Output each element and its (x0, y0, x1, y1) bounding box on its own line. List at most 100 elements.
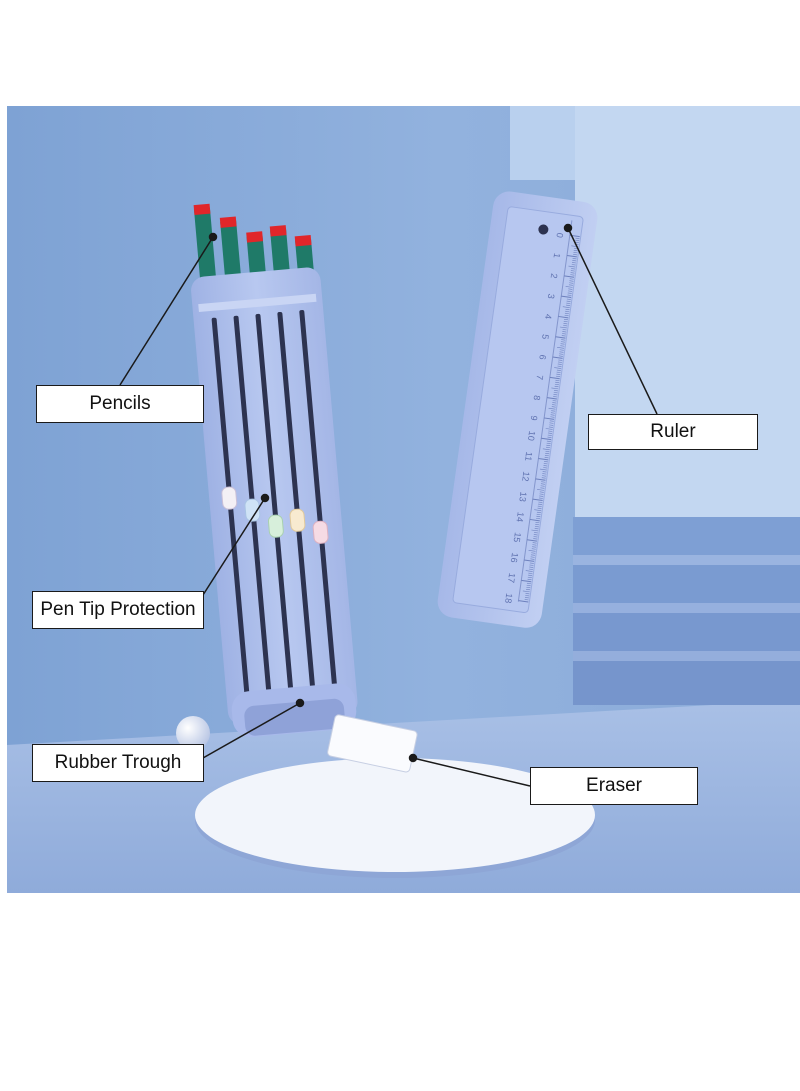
ruler-tick (530, 558, 535, 560)
ruler-tick (562, 333, 567, 335)
ruler-tick (544, 457, 549, 459)
decorative-ball (176, 716, 210, 750)
ruler-tick (551, 387, 559, 390)
ruler-tick (553, 392, 558, 394)
ruler-tick (533, 534, 538, 536)
ruler-tick (542, 471, 547, 473)
ruler-tick (563, 321, 568, 323)
ruler-tick (533, 538, 538, 540)
ruler-tick (575, 239, 580, 241)
ruler-tick (559, 351, 564, 353)
ruler-tick (567, 294, 572, 296)
ruler-tick-label: 15 (512, 532, 523, 543)
label-pencils: Pencils (36, 385, 204, 423)
ruler-tick (561, 335, 566, 337)
ruler-tick (556, 369, 561, 371)
ruler-tick (555, 336, 566, 339)
ruler-tick (532, 498, 543, 502)
ruler-tick (553, 394, 558, 396)
ruler-tick (526, 588, 531, 591)
ruler-tick (532, 542, 537, 544)
ruler-tick-label: 10 (526, 430, 537, 441)
ruler-tick-label: 3 (546, 293, 557, 299)
ruler-tick (539, 491, 544, 493)
ruler-hole (538, 224, 549, 235)
leader-line-ruler (567, 227, 658, 415)
ruler-tick (557, 365, 562, 367)
ruler-tick (527, 576, 532, 578)
ruler-tick (557, 363, 562, 365)
label-rubber-trough: Rubber Trough (32, 744, 204, 782)
ruler-tick (541, 481, 546, 483)
ruler-tick (556, 373, 561, 375)
leader-line-pen-tip (202, 497, 266, 596)
ruler-tick (540, 483, 545, 485)
ruler-tick (558, 355, 563, 357)
leader-line-pencils (119, 236, 214, 386)
ruler-tick (554, 367, 562, 369)
label-ruler: Ruler (588, 414, 758, 450)
ruler-tick (543, 467, 548, 469)
ruler-tick (566, 302, 571, 304)
ruler-tick (539, 493, 544, 495)
ruler-tick (529, 566, 534, 568)
ruler-tick-label: 0 (554, 232, 565, 238)
ruler-tick (537, 489, 545, 491)
ruler-tick (562, 329, 567, 331)
ruler-tick (570, 274, 575, 276)
ruler-tick (548, 407, 556, 410)
ruler-tick-label: 8 (532, 395, 543, 401)
ruler-tick (536, 511, 541, 514)
leader-line-eraser (412, 757, 531, 787)
label-pen-tip-protection-text: Pen Tip Protection (40, 599, 196, 620)
ruler-tick (548, 430, 553, 432)
ruler-tick (542, 448, 550, 451)
ruler-tick (546, 444, 551, 447)
ruler-tick (544, 455, 549, 457)
ruler-tick (551, 410, 556, 412)
ruler-tick (565, 286, 573, 288)
ruler-tick (527, 578, 532, 580)
ruler-tick (564, 314, 569, 317)
ruler-tick (534, 509, 542, 511)
ruler-tick (566, 255, 577, 258)
ruler-tick (524, 597, 529, 599)
ruler-tick (544, 461, 549, 463)
ruler-tick (536, 513, 541, 516)
ruler-tick (549, 376, 560, 380)
ruler-tick-label: 9 (529, 415, 540, 421)
ruler-tick (556, 371, 561, 373)
ruler-tick (531, 548, 536, 550)
ruler-tick (526, 539, 537, 542)
ruler-tick (540, 485, 545, 487)
ruler-tick (564, 275, 575, 278)
ruler-tick (572, 258, 577, 260)
ruler-tick (531, 552, 536, 554)
ruler-tick (530, 554, 535, 556)
ruler-tick (560, 345, 565, 347)
ruler-tick (558, 359, 563, 361)
ruler-tick-label: 16 (509, 552, 520, 563)
ruler-tick (568, 265, 576, 268)
ruler-tick (565, 310, 570, 313)
ruler-tick (546, 442, 551, 444)
ruler-tick (522, 590, 530, 593)
ruler-tick (546, 397, 557, 400)
ruler-tick (553, 396, 558, 398)
ruler-tick (528, 574, 533, 576)
ruler-tick (570, 270, 575, 272)
ruler-tick-label: 18 (503, 593, 514, 604)
leader-line-rubber-trough (202, 702, 301, 759)
ruler-tick (549, 424, 554, 426)
ruler-tick (559, 326, 567, 329)
ruler-tick (545, 452, 550, 455)
eraser (327, 714, 418, 773)
ruler-tick (569, 280, 574, 282)
ruler-tick (563, 325, 568, 327)
ruler-tick (550, 416, 555, 418)
label-eraser-text: Eraser (586, 775, 642, 796)
ruler-tick (569, 282, 574, 284)
ruler-tick (537, 505, 542, 507)
ruler-tick (534, 528, 539, 530)
ruler-tick (534, 532, 539, 534)
